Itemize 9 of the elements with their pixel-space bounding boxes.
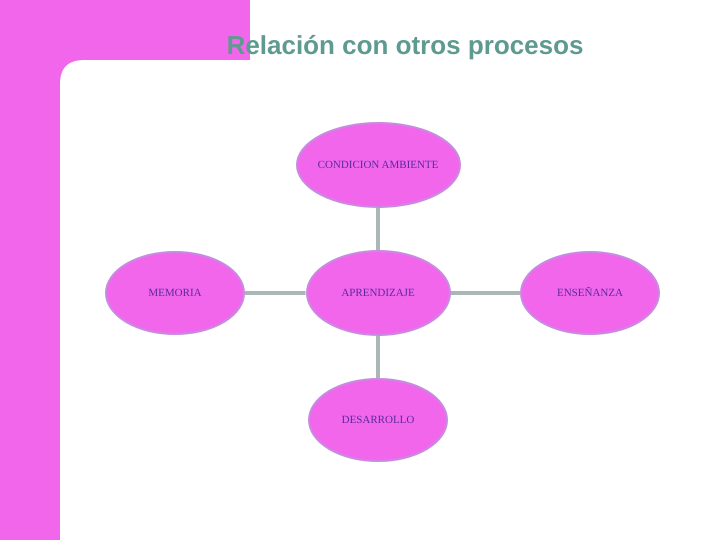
node-label: DESARROLLO [342,412,414,428]
connector-line [376,336,380,378]
node-label: ENSEÑANZA [557,286,623,301]
connector-line [450,291,520,295]
connector-line [245,291,306,295]
connector-line [376,208,380,250]
node-label: CONDICION AMBIENTE [318,158,438,173]
node-label: APRENDIZAJE [341,286,415,301]
node-label: MEMORIA [148,286,202,301]
